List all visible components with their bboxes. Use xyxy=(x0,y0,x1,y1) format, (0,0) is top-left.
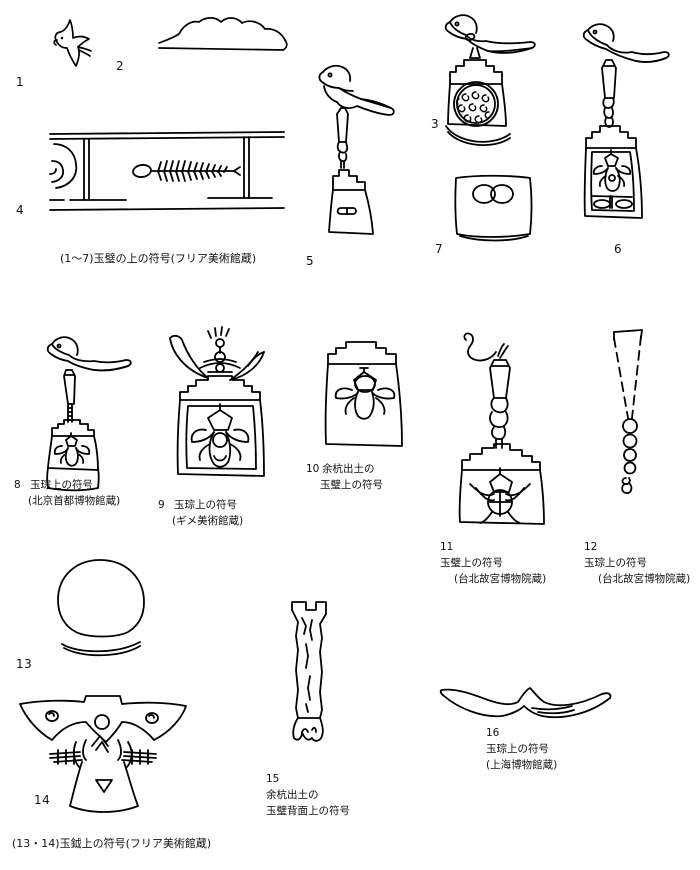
figure-10-drawing xyxy=(320,336,424,456)
caption-figure-12: 12 玉琮上の符号 (台北故宮博物院蔵) xyxy=(584,540,690,587)
caption-figure-11-line1: 玉璧上の符号 xyxy=(440,556,503,569)
figure-11-drawing xyxy=(454,326,564,526)
figure-number-7: 7 xyxy=(435,242,444,256)
figure-number-6: 6 xyxy=(614,242,623,256)
caption-figure-15-line2: 玉璧背面上の符号 xyxy=(266,804,350,817)
caption-figure-9: 9 玉琮上の符号 (ギメ美術館蔵) xyxy=(158,498,243,530)
figure-number-10: 10 xyxy=(306,463,320,475)
caption-figure-16-line2: (上海博物館蔵) xyxy=(486,758,558,771)
figure-13-drawing xyxy=(48,558,158,658)
figure-15-drawing xyxy=(282,600,342,760)
figure-number-5: 5 xyxy=(306,254,315,268)
figure-3-drawing xyxy=(440,10,550,165)
figure-7-drawing xyxy=(452,172,538,244)
figure-number-4: 4 xyxy=(16,203,25,217)
caption-group-13-14: (13・14)玉鉞上の符号(フリア美術館蔵) xyxy=(12,837,212,850)
caption-figure-11: 11 玉璧上の符号 (台北故宮博物院蔵) xyxy=(440,540,546,587)
caption-figure-11-line2: (台北故宮博物院蔵) xyxy=(454,572,547,585)
caption-figure-15: 15 余杭出土の 玉璧背面上の符号 xyxy=(266,772,350,819)
figure-number-16: 16 xyxy=(486,727,500,739)
figure-number-13: 13 xyxy=(16,657,33,671)
caption-figure-16: 16 玉琮上の符号 (上海博物館蔵) xyxy=(486,726,557,773)
figure-6-drawing xyxy=(580,20,685,235)
caption-group-1-7: (1〜7)玉璧の上の符号(フリア美術館蔵) xyxy=(60,252,257,265)
figure-1-drawing xyxy=(44,14,108,70)
figure-number-11: 11 xyxy=(440,541,454,553)
caption-figure-15-line1: 余杭出土の xyxy=(266,788,319,801)
caption-figure-10-line2: 玉璧上の符号 xyxy=(320,478,383,491)
figure-8-altar-base xyxy=(42,466,152,492)
caption-figure-8-line2: (北京首都博物館蔵) xyxy=(28,494,121,507)
figure-number-15: 15 xyxy=(266,773,280,785)
caption-figure-8: 8 玉琮上の符号 (北京首都博物館蔵) xyxy=(14,478,120,510)
figure-14-drawing xyxy=(16,694,191,816)
figure-number-12: 12 xyxy=(584,541,598,553)
caption-figure-9-line2: (ギメ美術館蔵) xyxy=(172,514,244,527)
figure-number-8: 8 xyxy=(14,479,21,491)
caption-figure-10-line1: 余杭出土の xyxy=(322,463,375,475)
figure-number-14: 14 xyxy=(34,793,51,807)
figure-12-drawing xyxy=(608,326,668,506)
caption-figure-9-line1: 玉琮上の符号 xyxy=(174,499,237,511)
figure-2-drawing xyxy=(155,10,295,60)
figure-4-drawing xyxy=(48,126,286,218)
caption-figure-12-line1: 玉琮上の符号 xyxy=(584,556,647,569)
figure-9-drawing xyxy=(168,326,286,496)
figure-5-drawing xyxy=(315,58,423,248)
caption-figure-12-line2: (台北故宮博物院蔵) xyxy=(598,572,691,585)
figure-16-drawing xyxy=(438,684,618,730)
figure-number-9: 9 xyxy=(158,499,165,511)
figure-number-3: 3 xyxy=(431,117,440,131)
caption-figure-16-line1: 玉琮上の符号 xyxy=(486,742,549,755)
figure-number-2: 2 xyxy=(116,59,125,73)
caption-figure-8-line1: 玉琮上の符号 xyxy=(30,479,93,491)
figure-number-1: 1 xyxy=(16,75,25,89)
figure-8-drawing xyxy=(42,330,152,471)
